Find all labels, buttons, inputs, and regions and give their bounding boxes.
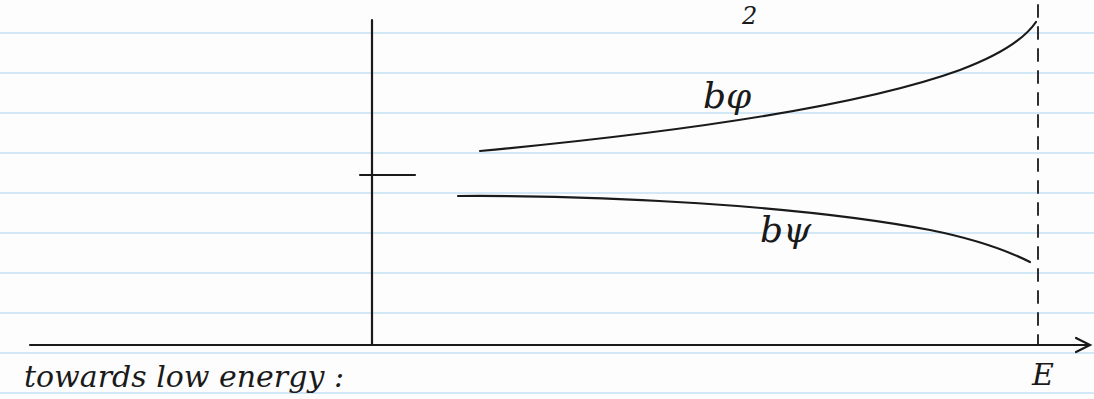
axis-tick	[360, 174, 415, 176]
energy-axis	[30, 344, 1088, 346]
exponent: 2	[742, 4, 757, 28]
ruled-lines	[0, 33, 1094, 393]
axis-arrowhead	[1076, 338, 1090, 352]
note-text: towards low energy :	[24, 362, 344, 392]
axis-label: E	[1032, 360, 1054, 390]
vertical-axis	[371, 20, 373, 345]
upper-curve	[480, 22, 1036, 151]
cutoff-line	[1037, 5, 1039, 345]
lower-curve	[458, 196, 1030, 262]
curve-label: bψ	[760, 212, 811, 248]
curve-label: bφ	[703, 78, 751, 114]
